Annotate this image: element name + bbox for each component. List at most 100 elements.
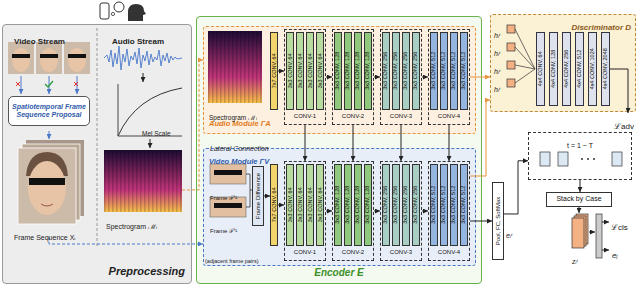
face-photo — [12, 54, 30, 58]
bracket — [246, 174, 252, 207]
connector-arrow — [192, 243, 203, 244]
node-label: 3x3 CONV, 256 — [393, 186, 399, 224]
label-slot: Video Stream — [14, 30, 65, 48]
node-label: 4x4 CONV, 256 — [564, 50, 570, 88]
face-photo — [28, 161, 66, 215]
text-label: Audio Stream — [112, 37, 164, 46]
connector-arrow — [580, 180, 581, 192]
node-label: 3x3 CONV, 256 — [383, 186, 389, 224]
node-label: 4x4 CONV, 1024 — [590, 48, 596, 89]
node-label: 4x4 CONV, 128 — [551, 50, 557, 88]
flow-arrow — [610, 69, 628, 113]
head-icon — [128, 4, 146, 21]
text-anchor: Video Module ΓV — [209, 150, 269, 168]
heading: CONV-3 — [390, 249, 412, 256]
label-slot: Frame ℱᵗ¹ — [210, 219, 237, 237]
feature-map — [507, 61, 515, 69]
flow-arrow — [602, 250, 609, 251]
node-label: 3x3 CONV, 128 — [355, 52, 361, 90]
process-box: Stack by Case — [546, 192, 612, 207]
conv-layer: 3x3 CONV, 64 — [316, 164, 324, 246]
connector-arrow — [305, 125, 306, 161]
heading: CONV-4 — [438, 249, 460, 256]
label-slot: eᵢ — [612, 244, 617, 262]
text-label: Frame Sequence Xᵢ — [14, 234, 75, 241]
conv-layer: 4x4 CONV, 256 — [562, 32, 571, 106]
conv-layer: 3x3 CONV, 512 — [440, 164, 448, 246]
conv-layer: 3x3 CONV, 128 — [334, 164, 342, 246]
stacked-features — [572, 218, 584, 248]
conv-layer: 3x3 CONV, 256 — [382, 164, 390, 246]
text-label: ℒcls — [611, 223, 628, 232]
conv-layer: 7x7 CONV, 64 — [270, 164, 278, 246]
conv-layer: 3x3 CONV, 256 — [392, 32, 400, 110]
flow-line — [182, 190, 192, 191]
node-label: 4x4 CONV, 2048 — [603, 48, 609, 89]
conv-layer: 3x3 CONV, 64 — [286, 32, 294, 110]
label-slot: zᵢᵗ — [572, 250, 578, 268]
node-label: 3x3 CONV, 128 — [345, 52, 351, 90]
conv-layer: 4x4 CONV, 512 — [575, 32, 584, 106]
conv-layer: 3x3 CONV, 128 — [344, 32, 352, 110]
layer-group: CONV-23x3 CONV, 1283x3 CONV, 1283x3 CONV… — [332, 161, 374, 261]
label-slot: hᵢᵗ — [494, 78, 500, 96]
conv-layer: 4x4 CONV, 64 — [536, 32, 545, 106]
connector-arrow — [422, 211, 428, 212]
text-label: hᵢᵗ — [494, 32, 500, 39]
node-label: 3x3 CONV, 64 — [317, 54, 323, 89]
merge-lines — [515, 29, 535, 83]
connector-arrow — [278, 205, 284, 206]
output-layer — [596, 214, 602, 258]
process-box: Pool, FC, SoftMax — [492, 182, 504, 260]
text-label: hᵢᵗ — [494, 68, 500, 75]
text-label: hᵢᵗ — [494, 86, 500, 93]
ellipsis-dot — [581, 158, 583, 160]
flow-arrow — [589, 232, 595, 233]
heading: t = 1 ~ T — [567, 142, 593, 150]
flow-arrow — [49, 131, 50, 139]
conv-layer: 3x3 CONV, 512 — [430, 32, 438, 110]
node-label: 3x3 CONV, 128 — [355, 186, 361, 224]
node-label: 3x3 CONV, 64 — [297, 188, 303, 223]
heading: CONV-4 — [438, 113, 460, 120]
node-label: 3x3 CONV, 512 — [451, 186, 457, 224]
face-photo — [36, 42, 62, 74]
connector-arrow — [449, 125, 450, 161]
label-slot: ℒadv — [614, 115, 634, 133]
face-photo — [18, 148, 76, 224]
label-slot: Frame Sequence Xᵢ — [14, 226, 75, 244]
conv-layer: 3x3 CONV, 128 — [344, 164, 352, 246]
node-label: 3x3 CONV, 64 — [307, 54, 313, 89]
label-slot: hᵢᵗ — [494, 24, 500, 42]
heading: Discriminator D — [571, 23, 631, 32]
conv-layer: 3x3 CONV, 512 — [460, 164, 468, 246]
node-label: 3x3 CONV, 64 — [297, 54, 303, 89]
connector-arrow — [374, 77, 380, 78]
plot-axes — [118, 84, 182, 136]
text-label: Spectrogram ℳᵢ — [106, 223, 157, 230]
node-label: 3x3 CONV, 64 — [317, 188, 323, 223]
face-photo — [64, 42, 90, 74]
feature-map — [507, 43, 515, 51]
face-photo — [12, 48, 30, 72]
thought-icon — [111, 12, 114, 15]
spectrogram-image — [104, 150, 182, 212]
text-label: Frame ℱᵗ² — [210, 195, 237, 201]
text-label: hᵢᵗ — [494, 50, 500, 57]
conv-layer: 3x3 CONV, 256 — [412, 32, 420, 110]
connector-arrow — [401, 125, 402, 161]
label-slot: eᵢᵗ — [506, 224, 512, 242]
node-label: 3x3 CONV, 128 — [335, 52, 341, 90]
node-label: 3x3 CONV, 512 — [451, 52, 457, 90]
conv-layer: 3x3 CONV, 64 — [296, 164, 304, 246]
process-box: Spatiotemporal Frame Sequence Proposal — [8, 96, 90, 126]
conv-layer: 3x3 CONV, 512 — [460, 32, 468, 110]
node-label: 7x7 CONV, 64 — [271, 54, 277, 89]
label-slot: Lateral Connection — [210, 137, 269, 155]
mel-curve — [118, 88, 182, 136]
heading: Audio Module ΓA — [209, 120, 271, 129]
conv-layer: 3x3 CONV, 512 — [450, 32, 458, 110]
text-label: zᵢᵗ — [572, 258, 578, 265]
